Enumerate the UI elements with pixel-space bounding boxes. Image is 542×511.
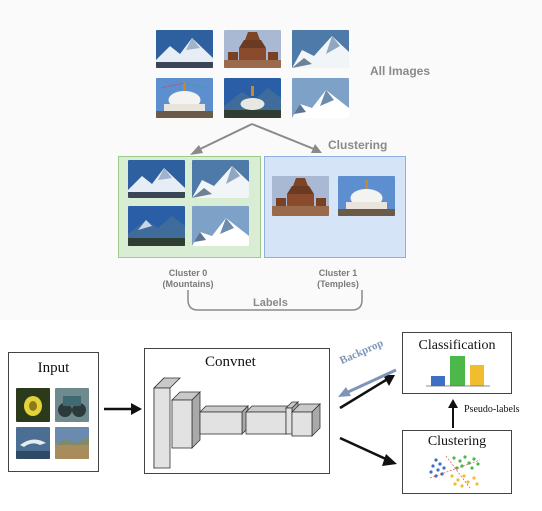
- classification-bars: [426, 356, 490, 387]
- classification-title: Classification: [418, 338, 496, 353]
- image-mountain-1: [156, 30, 213, 68]
- image-temple-1: [224, 30, 281, 68]
- clustering-title: Clustering: [427, 434, 487, 449]
- cluster-1-label: Cluster 1 (Temples): [298, 268, 378, 290]
- convnet-layers: [153, 377, 321, 469]
- clustering-scatter: [429, 455, 481, 489]
- cluster-0-desc: (Mountains): [162, 279, 214, 289]
- image-temple-3: [224, 78, 281, 118]
- input-image-bird: [16, 427, 50, 459]
- cluster0-image-2: [192, 160, 249, 198]
- input-image-machine: [55, 388, 89, 422]
- pseudo-labels-label: Pseudo-labels: [464, 404, 520, 415]
- image-temple-2: [156, 78, 213, 118]
- clustering-panel: [402, 430, 512, 494]
- image-mountain-3: [292, 78, 349, 118]
- cluster0-image-1: [128, 160, 185, 198]
- cluster-1-desc: (Temples): [317, 279, 359, 289]
- all-images-label: All Images: [370, 64, 431, 78]
- cluster0-image-3: [128, 206, 185, 246]
- bar-blue: [431, 376, 445, 386]
- cluster-1-name: Cluster 1: [318, 268, 358, 278]
- top-section: All Images Clustering Cluster 0 (Mountai…: [118, 30, 431, 311]
- bar-green: [450, 356, 465, 386]
- input-image-flower: [16, 388, 50, 422]
- labels-label: Labels: [250, 297, 291, 309]
- split-arrows: [187, 123, 363, 311]
- cluster-0-label: Cluster 0 (Mountains): [148, 268, 228, 290]
- cluster1-image-1: [272, 176, 329, 216]
- input-image-field: [55, 427, 89, 459]
- convnet-title: Convnet: [205, 354, 256, 370]
- cluster1-image-2: [338, 176, 395, 216]
- cluster0-image-4: [192, 206, 249, 246]
- bottom-arrows: [104, 368, 458, 466]
- input-title: Input: [37, 360, 70, 376]
- image-mountain-2: [292, 30, 349, 68]
- clustering-label-top: Clustering: [328, 138, 388, 152]
- cluster-0-name: Cluster 0: [168, 268, 208, 278]
- bar-yellow: [470, 365, 484, 386]
